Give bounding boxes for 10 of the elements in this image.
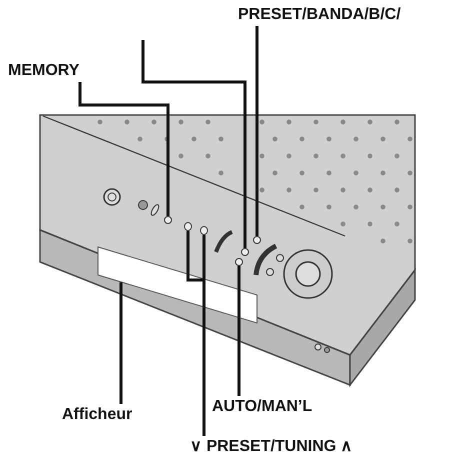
callout-label: AUTO/MAN’L (212, 398, 312, 415)
leader-line (78, 82, 170, 216)
callout-label: PRESET/BANDA/B/C/ (238, 6, 401, 23)
leader-line (256, 26, 258, 236)
display-window (97, 245, 259, 325)
callout-label: ∨ PRESET/TUNING ∧ (190, 438, 353, 455)
leader-line (238, 266, 240, 396)
leader-line (142, 40, 246, 248)
callout-label: MEMORY (8, 62, 80, 79)
callout-label: Afficheur (62, 406, 132, 423)
